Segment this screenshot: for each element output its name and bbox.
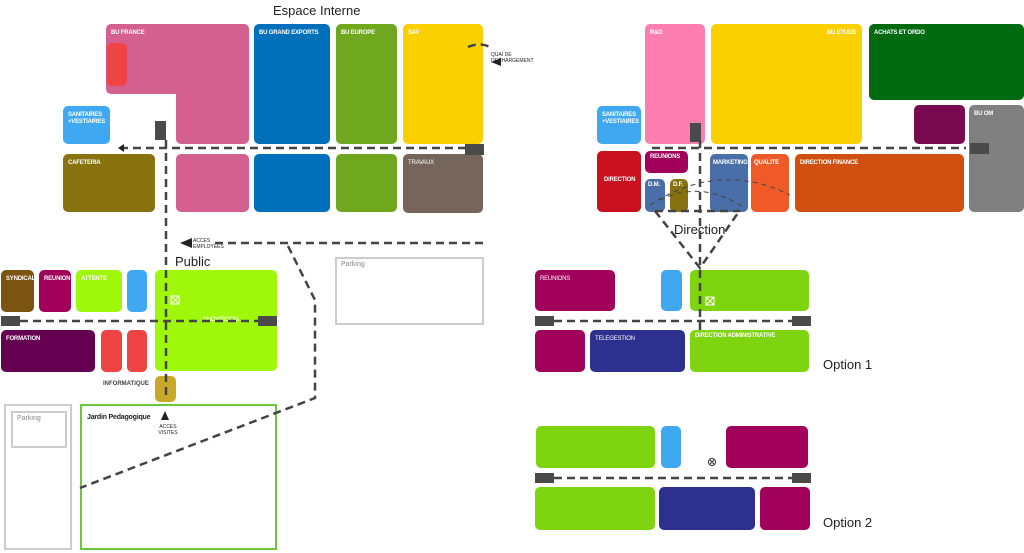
room-pink xyxy=(176,154,249,212)
entrance xyxy=(155,376,176,402)
room-green2-opt2 xyxy=(535,487,655,530)
door xyxy=(535,316,554,326)
room-blue-opt2 xyxy=(661,426,681,468)
label: BU ETUDE xyxy=(826,30,856,36)
door xyxy=(792,316,811,326)
direction-funnel xyxy=(654,209,742,271)
label: Parking xyxy=(341,261,365,268)
room-syndical: SYNDICAL xyxy=(1,270,36,312)
room-informatique-1 xyxy=(101,330,122,372)
quai-label: QUAI DE DECHARGEMENT xyxy=(491,52,534,64)
room-bu-etude: BU ETUDE xyxy=(711,24,862,144)
door xyxy=(465,144,484,155)
label: BU EUROPE xyxy=(341,30,375,36)
label: ACHATS ET ORDO xyxy=(874,30,925,36)
option1-label: Option 1 xyxy=(823,357,873,372)
room-purple2-opt2 xyxy=(760,487,810,530)
label: SANITAIRES +VESTIAIRES xyxy=(68,112,105,125)
label: D.M. xyxy=(648,182,660,188)
room-bu-europe: BU EUROPE xyxy=(336,24,397,144)
label: QUALITE xyxy=(754,160,779,166)
room-blue-opt1 xyxy=(661,270,682,311)
label: ATTENTE xyxy=(81,276,107,282)
room-reunion: REUNION xyxy=(39,270,71,312)
label: SHOWROOM xyxy=(203,317,239,323)
door xyxy=(535,473,554,483)
room-direction-finance: DIRECTION FINANCE xyxy=(795,154,964,212)
room-qualite: QUALITE xyxy=(751,154,789,212)
door xyxy=(1,316,20,326)
room-bu-grand-exports: BU GRAND EXPORTS xyxy=(254,24,330,144)
label: Parking xyxy=(17,415,41,422)
room-marketing: MARKETING xyxy=(710,154,748,212)
room-purple xyxy=(914,105,965,144)
parking-right: Parking xyxy=(335,257,484,325)
acces-visites-label: ACCES VISITES xyxy=(158,424,178,436)
door xyxy=(155,121,166,140)
label: REUNION xyxy=(44,276,71,282)
label: TRAVAUX xyxy=(408,160,435,166)
label: TELEGESTION xyxy=(595,336,635,342)
room-dm: D.M. xyxy=(645,179,665,212)
room-purple-opt1 xyxy=(535,330,585,372)
title-public: Public xyxy=(175,254,211,269)
parking-left xyxy=(4,404,72,550)
label: DIRECTION ADMINISTRATIVE xyxy=(695,333,776,339)
label: SAV xyxy=(408,30,420,36)
room-telegestion: TELEGESTION xyxy=(590,330,685,372)
label: SYNDICAL xyxy=(6,276,36,282)
room-bu-france-wing xyxy=(176,24,249,144)
room-navy-opt2 xyxy=(659,487,755,530)
room-attente: ATTENTE xyxy=(76,270,122,312)
room-small-red xyxy=(107,43,127,86)
room-reunions: REUNIONS xyxy=(645,151,688,173)
label: SANITAIRES +VESTIAIRES xyxy=(602,112,639,125)
room-bu-om: BU OM xyxy=(969,105,1024,212)
room-green-opt2 xyxy=(536,426,655,468)
parking-left-inner: Parking xyxy=(11,411,67,448)
label: BU GRAND EXPORTS xyxy=(259,30,319,36)
jardin-pedagogique: Jardin Pedagogique xyxy=(80,404,277,550)
label: DIRECTION FINANCE xyxy=(800,160,858,166)
room-direction: DIRECTION xyxy=(597,151,641,212)
room-travaux: TRAVAUX xyxy=(403,154,483,213)
label: R&D xyxy=(650,30,663,36)
room-achats-ordo: ACHATS ET ORDO xyxy=(869,24,1024,100)
title-direction: Direction xyxy=(674,222,726,237)
room-informatique-2 xyxy=(127,330,147,372)
room-green xyxy=(336,154,397,212)
label: REUNIONS xyxy=(540,276,571,282)
room-direction-administrative: DIRECTION ADMINISTRATIVE xyxy=(690,330,809,372)
room-green-opt1 xyxy=(690,270,809,311)
door xyxy=(970,143,989,154)
room-sanitaires: SANITAIRES +VESTIAIRES xyxy=(63,106,110,144)
room-blue xyxy=(254,154,330,212)
label: FORMATION xyxy=(6,336,41,342)
label: REUNIONS xyxy=(650,154,681,160)
room-reunions-opt1: REUNIONS xyxy=(535,270,615,311)
label: Jardin Pedagogique xyxy=(87,414,151,421)
room-purple-opt2 xyxy=(726,426,808,468)
door xyxy=(690,123,701,142)
door xyxy=(258,316,277,326)
room-sav: SAV xyxy=(403,24,483,144)
title-espace-interne: Espace Interne xyxy=(273,3,361,18)
label: BU OM xyxy=(974,111,993,117)
acces-employes-label: ACCES EMPLOYEES xyxy=(193,238,224,250)
room-df: D.F. xyxy=(670,179,688,212)
label: BU FRANCE xyxy=(111,30,145,36)
label: MARKETING xyxy=(713,160,748,166)
room-cafeteria: CAFETERIA xyxy=(63,154,155,212)
room-sanitaires-right: SANITAIRES +VESTIAIRES xyxy=(597,106,641,144)
room-blue-small xyxy=(127,270,147,312)
label: DIRECTION xyxy=(604,177,636,183)
option2-label: Option 2 xyxy=(823,515,873,530)
label: D.F. xyxy=(673,182,683,188)
elevator-icon-opt2 xyxy=(708,458,716,466)
informatique-label: INFORMATIQUE xyxy=(103,381,149,387)
label: CAFETERIA xyxy=(68,160,101,166)
door xyxy=(792,473,811,483)
room-formation: FORMATION xyxy=(1,330,95,372)
